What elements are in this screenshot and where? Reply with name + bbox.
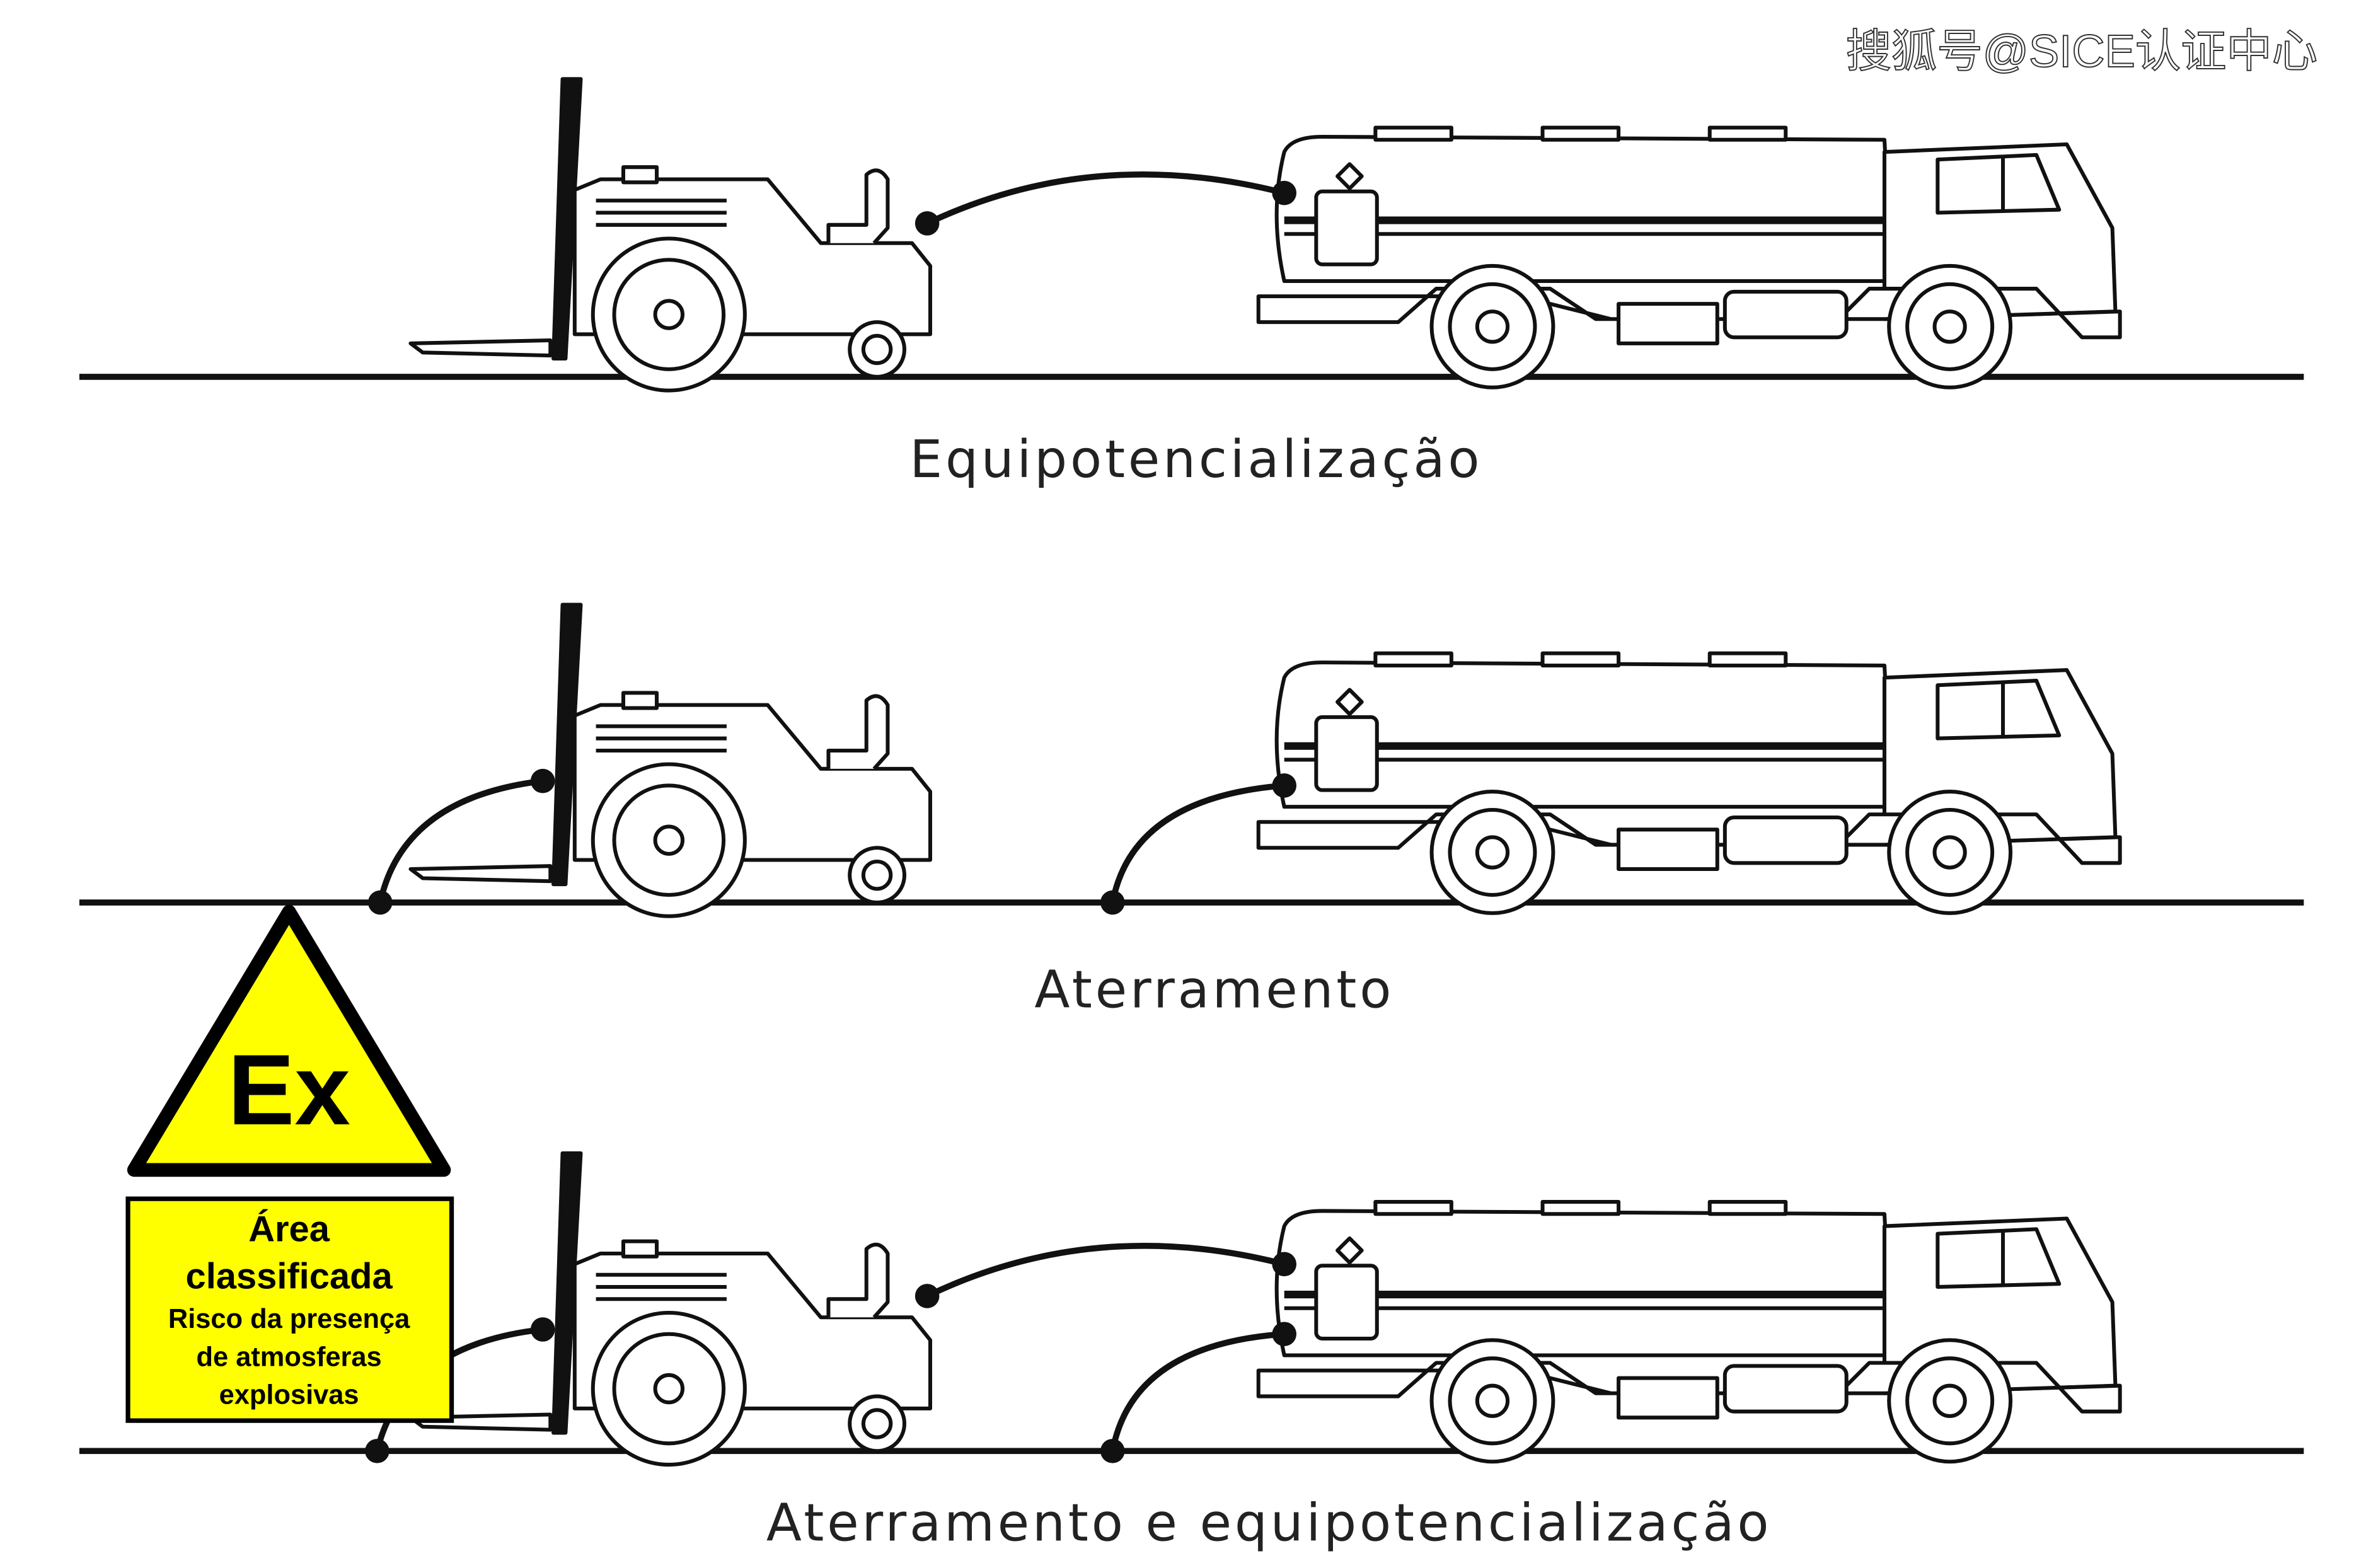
cable-clamp <box>530 768 555 793</box>
cable-clamp <box>1272 1322 1296 1347</box>
panel-label: Aterramento e equipotencialização <box>766 1494 1772 1554</box>
panel-label: Equipotencialização <box>909 430 1482 490</box>
panel-equipotentialization: Equipotencialização <box>79 79 2304 490</box>
sign-panel <box>125 1196 454 1423</box>
sign-sub-line: Risco da presença <box>168 1304 410 1334</box>
cable-clamp <box>914 211 940 236</box>
warning-triangle-icon <box>127 904 451 1177</box>
cable-clamp <box>530 1317 555 1342</box>
sign-sub-line: explosivas <box>219 1380 359 1410</box>
panel-grounding: Aterramento <box>79 605 2304 1020</box>
ex-symbol: Ex <box>228 1034 350 1146</box>
ground-point <box>365 1439 389 1463</box>
panel-label: Aterramento <box>1034 960 1394 1020</box>
ground-point <box>1100 1439 1125 1463</box>
cable-clamp <box>1272 773 1296 798</box>
grounding-cable <box>377 778 543 904</box>
tanker-truck <box>1259 128 2120 388</box>
cable-clamp <box>1272 180 1296 205</box>
tanker-truck <box>1259 1202 2120 1461</box>
ground-point <box>1100 890 1125 915</box>
bonding-cable <box>926 171 1285 226</box>
cable-clamp <box>1272 1252 1296 1277</box>
watermark: 搜狐号@SICE认证中心 <box>1846 26 2317 77</box>
ex-hazard-sign: Ex Área classificada Risco da presença d… <box>125 904 454 1423</box>
tanker-truck <box>1259 654 2120 913</box>
sign-title-line: classificada <box>186 1256 393 1296</box>
panel-grounding-and-equipotentialization: Aterramento e equipotencialização <box>79 1153 2304 1554</box>
sign-sub-line: de atmosferas <box>197 1342 382 1372</box>
forklift <box>410 605 930 916</box>
forklift <box>410 1153 930 1465</box>
grounding-cable <box>1109 782 1285 903</box>
sign-title-line: Área <box>248 1209 330 1250</box>
cable-clamp <box>914 1284 940 1308</box>
grounding-cable <box>1109 1330 1285 1452</box>
forklift <box>410 79 930 390</box>
bonding-cable <box>926 1243 1285 1299</box>
ground-point <box>367 890 393 915</box>
